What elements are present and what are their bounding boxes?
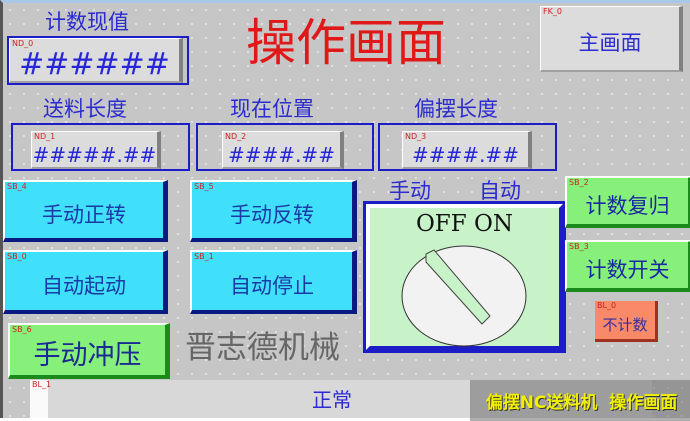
count-lamp: BL_0 不计数 bbox=[595, 301, 658, 342]
tag-label: ND_1 bbox=[34, 132, 56, 141]
button-label: 计数复归 bbox=[585, 193, 670, 218]
feed-length-input[interactable]: ND_1#####.## bbox=[31, 131, 161, 169]
tag-label: FK_0 bbox=[543, 7, 562, 16]
tag-label: SB_2 bbox=[569, 178, 589, 187]
main-screen-label: 主画面 bbox=[578, 31, 642, 55]
tag-label: SB_3 bbox=[569, 242, 589, 251]
manual-reverse-button[interactable]: SB_5 手动反转 bbox=[190, 180, 357, 242]
page-title: 操作画面 bbox=[246, 14, 446, 72]
button-label: 计数开关 bbox=[585, 257, 670, 282]
position-display[interactable]: ND_2####.## bbox=[222, 131, 344, 169]
tag-label: ND_0 bbox=[12, 39, 34, 48]
tag-label: ND_2 bbox=[225, 132, 247, 141]
feed-length-label: 送料长度 bbox=[43, 97, 127, 121]
feed-length-value: #####.## bbox=[32, 142, 157, 167]
selector-text: OFF ON bbox=[415, 211, 514, 237]
count-switch-button[interactable]: SB_3 计数开关 bbox=[565, 240, 690, 292]
position-frame: ND_2####.## bbox=[196, 123, 374, 171]
status-text: 正常 bbox=[312, 388, 352, 412]
count-display-frame: ND_0 ###### bbox=[7, 36, 189, 85]
swing-length-label: 偏摆长度 bbox=[414, 97, 498, 121]
button-label: 手动反转 bbox=[230, 202, 314, 227]
selector-auto-label: 自动 bbox=[479, 179, 521, 203]
count-lamp-label: 不计数 bbox=[602, 315, 648, 334]
tag-label: SB_4 bbox=[7, 182, 27, 191]
position-label: 现在位置 bbox=[230, 97, 314, 121]
button-label: 自动停止 bbox=[230, 273, 314, 298]
feed-length-frame: ND_1#####.## bbox=[11, 123, 190, 171]
tag-label: BL_1 bbox=[32, 380, 52, 389]
count-label: 计数现值 bbox=[45, 10, 129, 34]
auto-stop-button[interactable]: SB_1 自动停止 bbox=[190, 250, 357, 314]
swing-length-value: ####.## bbox=[412, 142, 519, 167]
main-screen-button[interactable]: FK_0 主画面 bbox=[540, 6, 683, 72]
tag-label: SB_1 bbox=[194, 252, 214, 261]
tag-label: SB_6 bbox=[12, 325, 32, 334]
tag-label: BL_0 bbox=[597, 301, 617, 310]
manual-forward-button[interactable]: SB_4 手动正转 bbox=[3, 180, 168, 242]
auto-start-button[interactable]: SB_0 自动起动 bbox=[3, 250, 168, 314]
swing-length-frame: ND_3####.## bbox=[378, 123, 557, 171]
count-display[interactable]: ND_0 ###### bbox=[9, 38, 183, 83]
swing-length-input[interactable]: ND_3####.## bbox=[402, 131, 532, 169]
selector-manual-label: 手动 bbox=[389, 179, 431, 203]
count-value: ###### bbox=[19, 47, 170, 82]
selector-knob-icon bbox=[401, 245, 527, 347]
button-label: 手动冲压 bbox=[33, 339, 142, 371]
tag-label: ND_3 bbox=[405, 132, 427, 141]
mode-selector-switch[interactable]: OFF ON bbox=[363, 201, 566, 353]
watermark: 晋志德机械 bbox=[185, 330, 340, 366]
position-value: ####.## bbox=[228, 142, 335, 167]
tag-label: SB_5 bbox=[194, 182, 214, 191]
button-label: 手动正转 bbox=[42, 202, 126, 227]
count-reset-button[interactable]: SB_2 计数复归 bbox=[565, 176, 690, 228]
caption: 偏摆NC送料机 操作画面 bbox=[470, 380, 690, 421]
button-label: 自动起动 bbox=[42, 273, 126, 298]
tag-label: SB_0 bbox=[7, 252, 27, 261]
